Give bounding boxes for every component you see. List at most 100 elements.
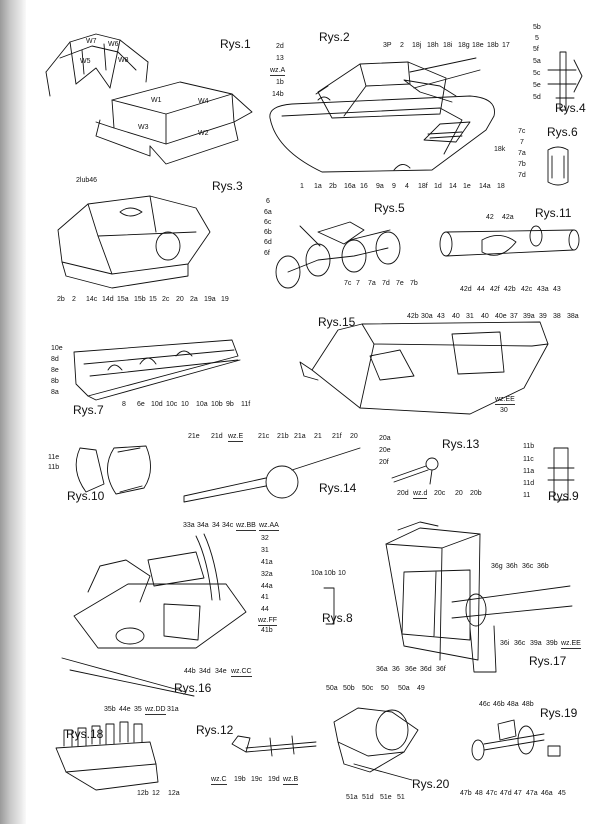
- part-label: 7: [520, 139, 524, 146]
- part-label: 14a: [479, 183, 491, 190]
- part-label: 51e: [380, 794, 392, 801]
- part-label: 47a: [526, 790, 538, 797]
- part-label: 50b: [343, 685, 355, 692]
- part-label: 7c: [344, 280, 352, 287]
- part-label: 7b: [410, 280, 418, 287]
- part-label: 34d: [199, 668, 211, 675]
- part-label: 8d: [51, 356, 59, 363]
- part-label: 47c: [486, 790, 498, 797]
- part-label: 7d: [518, 172, 526, 179]
- part-label: 21a: [294, 433, 306, 440]
- rys1-frame-drawing: [45, 33, 149, 97]
- part-label: W1: [151, 97, 162, 104]
- part-label: 6d: [264, 239, 272, 246]
- rys17-engine-drawing: [385, 521, 573, 673]
- part-label: 39b: [546, 640, 558, 647]
- part-label: 7c: [518, 128, 526, 135]
- part-label: 12: [152, 790, 160, 797]
- part-label: 19c: [251, 776, 263, 783]
- part-label: 40e: [495, 313, 507, 320]
- part-label: W5: [80, 58, 91, 65]
- part-label: 3P: [383, 42, 392, 49]
- part-label: 10b: [324, 570, 336, 577]
- part-label: 11b: [48, 464, 60, 471]
- part-label: 50a: [326, 685, 338, 692]
- figure-title-rys9: Rys.9: [548, 489, 579, 503]
- part-label: 20a: [379, 435, 391, 442]
- rys14-barrel-drawing: [183, 447, 361, 503]
- part-label: 33a: [183, 522, 195, 529]
- part-label: 19d: [268, 776, 280, 783]
- part-label: 2lub46: [76, 177, 98, 184]
- figure-title-rys11: Rys.11: [535, 206, 572, 220]
- rys3-hull-drawing: [57, 195, 211, 289]
- figure-title-rys12: Rys.12: [196, 723, 234, 737]
- figure-title-rys6: Rys.6: [547, 125, 578, 139]
- part-label: 14d: [102, 296, 114, 303]
- part-label: 35b: [104, 706, 116, 713]
- part-label: 37: [510, 313, 518, 320]
- part-label: 5a: [533, 58, 541, 65]
- part-label: 36c: [522, 563, 534, 570]
- part-label: 9a: [376, 183, 384, 190]
- part-label: 1b: [276, 79, 284, 86]
- part-label: wz.d: [413, 490, 428, 499]
- rys11-axle-drawing: [439, 225, 580, 257]
- part-label: 10: [181, 401, 189, 408]
- part-label: 36d: [420, 666, 432, 673]
- part-label: W6: [108, 41, 119, 48]
- part-label: 32a: [261, 571, 273, 578]
- part-label: 1: [300, 183, 304, 190]
- part-label: 39: [539, 313, 547, 320]
- part-label: 46c: [479, 701, 491, 708]
- part-label: wz.FF: [258, 617, 278, 626]
- part-label: 46a: [541, 790, 553, 797]
- part-label: 47: [514, 790, 522, 797]
- part-label: W3: [138, 124, 149, 131]
- part-label: 8e: [51, 367, 59, 374]
- part-label: 47d: [500, 790, 512, 797]
- figure-title-rys14: Rys.14: [319, 481, 357, 495]
- part-label: 34a: [197, 522, 209, 529]
- figure-title-rys15: Rys.15: [318, 315, 356, 329]
- part-label: 46b: [493, 701, 505, 708]
- part-label: 10a: [196, 401, 208, 408]
- rys5-suspension-drawing: [275, 221, 401, 289]
- part-label: 21: [314, 433, 322, 440]
- part-label: 5e: [533, 82, 541, 89]
- part-label: 12a: [168, 790, 180, 797]
- rys19-mechanism-drawing: [471, 719, 561, 761]
- part-label: 17: [502, 42, 510, 49]
- part-label: 10: [338, 570, 346, 577]
- figure-title-rys1: Rys.1: [220, 37, 251, 51]
- part-label: wz.EE: [561, 640, 581, 649]
- part-label: 36: [392, 666, 400, 673]
- part-label: 8a: [51, 389, 59, 396]
- part-label: 49: [417, 685, 425, 692]
- part-label: 6e: [137, 401, 145, 408]
- part-label: 15b: [134, 296, 146, 303]
- figure-title-rys2: Rys.2: [319, 30, 350, 44]
- part-label: 18g: [458, 42, 470, 49]
- rys12-tool-drawing: [231, 735, 317, 757]
- part-label: 9: [392, 183, 396, 190]
- part-label: 21f: [332, 433, 342, 440]
- figure-title-rys4: Rys.4: [555, 101, 586, 115]
- figure-title-rys18: Rys.18: [66, 727, 104, 741]
- part-label: 42c: [521, 286, 533, 293]
- part-label: 6a: [264, 209, 272, 216]
- rys13-gun-drawing: [391, 457, 439, 485]
- rys9-bracket-drawing: [547, 447, 575, 501]
- part-label: 6c: [264, 219, 272, 226]
- part-label: 48a: [507, 701, 519, 708]
- binding-spine: [0, 0, 26, 824]
- part-label: 38a: [567, 313, 579, 320]
- part-label: 44: [477, 286, 485, 293]
- part-label: 34c: [222, 522, 234, 529]
- part-label: 18: [497, 183, 505, 190]
- part-label: 36a: [376, 666, 388, 673]
- part-label: 18h: [427, 42, 439, 49]
- part-label: 36b: [537, 563, 549, 570]
- part-label: 16a: [344, 183, 356, 190]
